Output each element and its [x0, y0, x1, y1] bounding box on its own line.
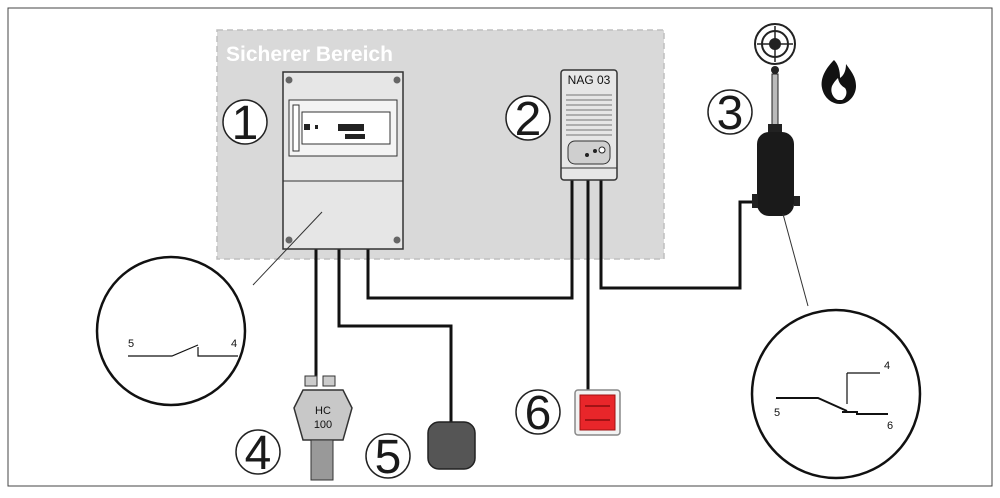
pressure-cylinder: [752, 124, 809, 307]
nag03-unit: [560, 69, 618, 181]
switch-right-terminal-5: 5: [774, 407, 780, 419]
component-number-4: 4: [245, 427, 272, 480]
component-marker-4: [235, 429, 281, 475]
component-number-3: 3: [717, 87, 744, 140]
component-number-1: 1: [232, 97, 259, 150]
component-number-6: 6: [525, 387, 552, 440]
component-marker-5: [365, 433, 411, 479]
component-number-2: 2: [515, 93, 542, 146]
switch-right-terminal-6: 6: [887, 420, 893, 432]
fire-icon: [821, 60, 856, 104]
switch-detail-left: [95, 255, 247, 407]
hc100-sensor: [293, 375, 353, 481]
switch-detail-right: [750, 308, 922, 480]
switch-left-terminal-4: 4: [231, 338, 237, 350]
cable-controller-to-module5: [337, 249, 453, 424]
nag03-label: NAG 03: [568, 73, 611, 87]
safe-zone-label: Sicherer Bereich: [226, 43, 393, 66]
controller-unit: [252, 71, 404, 286]
manual-release-button: [574, 389, 621, 436]
component-number-5: 5: [375, 431, 402, 484]
component-marker-2: [505, 95, 551, 141]
switch-left-terminal-5: 5: [128, 338, 134, 350]
sprinkler-head-icon: [754, 23, 796, 74]
component-marker-6: [515, 389, 561, 435]
component-marker-3: [707, 89, 753, 135]
sprinkler-pipe: [771, 73, 779, 127]
module-5: [427, 421, 476, 470]
hc100-label-line1: HC: [315, 405, 331, 417]
switch-right-terminal-4: 4: [884, 360, 890, 372]
cable-controller-to-nag: [366, 180, 574, 300]
component-marker-1: [222, 99, 268, 145]
cables: [314, 180, 758, 424]
hc100-label-line2: 100: [314, 419, 332, 431]
cable-nag-to-cylinder: [599, 180, 758, 290]
